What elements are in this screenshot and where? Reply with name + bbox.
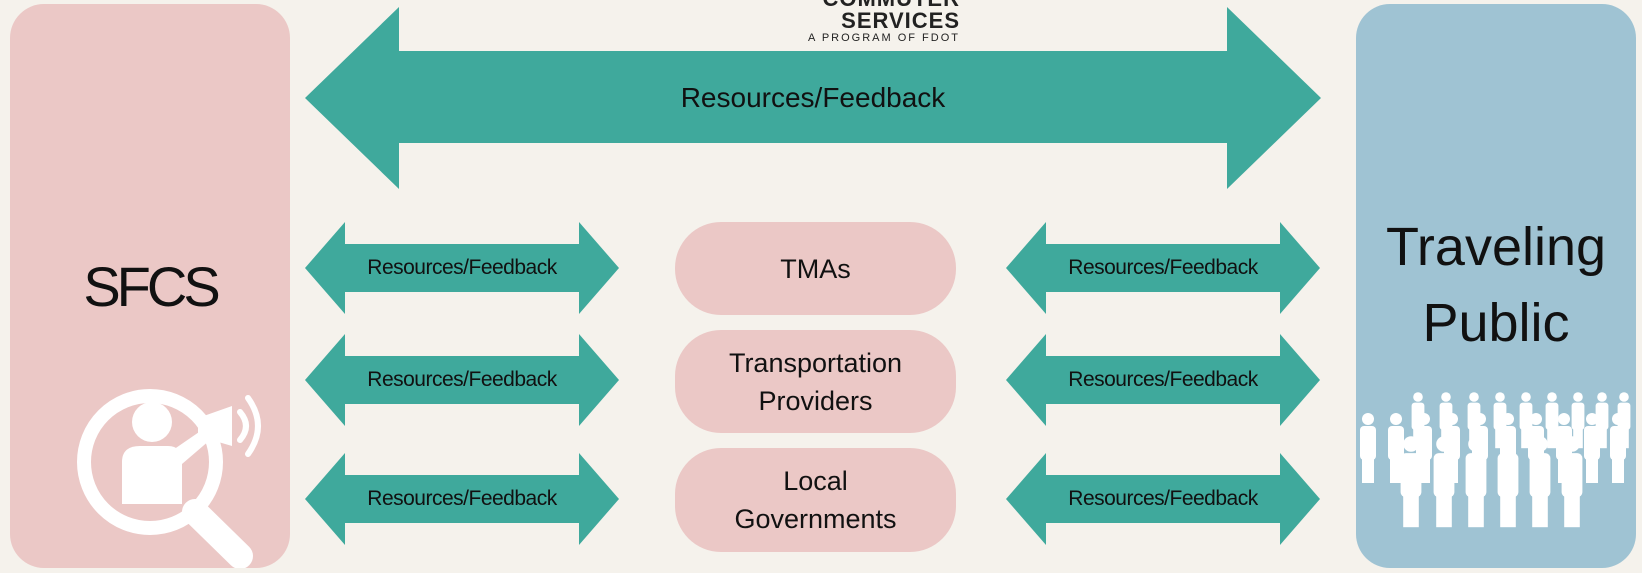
local-label: Local <box>783 466 848 496</box>
governments-label: Governments <box>734 504 897 534</box>
row1-left-arrow-label: Resources/Feedback <box>367 256 557 279</box>
row2-right-arrow: Resources/Feedback <box>1006 334 1320 426</box>
top-arrow-label: Resources/Feedback <box>680 82 946 113</box>
providers-label: Providers <box>758 385 873 416</box>
title-line-2: Public <box>1422 293 1570 353</box>
row3-right-arrow-label: Resources/Feedback <box>1068 487 1258 510</box>
brand-logo: COMMUTER SERVICES A PROGRAM OF FDOT <box>700 0 960 44</box>
traveling-public-panel: Traveling Public <box>1356 4 1636 568</box>
row1-right-arrow-label: Resources/Feedback <box>1068 256 1258 279</box>
row1-left-arrow: Resources/Feedback <box>305 222 619 314</box>
local-governments-box: Local Governments <box>675 448 956 552</box>
row3-left-arrow-label: Resources/Feedback <box>367 487 557 510</box>
row2-right-arrow-label: Resources/Feedback <box>1068 368 1258 391</box>
transportation-providers-box: Transportation Providers <box>675 330 956 433</box>
title-line-1: Traveling <box>1385 217 1607 277</box>
row2-left-arrow-label: Resources/Feedback <box>367 368 557 391</box>
brand-name: COMMUTER SERVICES <box>822 0 960 33</box>
row3-left-arrow: Resources/Feedback <box>305 453 619 545</box>
sfcs-panel: SFCS <box>10 4 290 569</box>
tmas-box: TMAs <box>675 222 956 315</box>
top-double-arrow: Resources/Feedback <box>305 3 1321 193</box>
tmas-label: TMAs <box>780 253 851 284</box>
brand-tagline: A PROGRAM OF FDOT <box>808 32 960 44</box>
traveling-public-title: Traveling Public <box>1356 209 1636 361</box>
transportation-label: Transportation <box>728 347 903 378</box>
row2-left-arrow: Resources/Feedback <box>305 334 619 426</box>
megaphone-magnifier-icon <box>70 384 270 573</box>
row1-right-arrow: Resources/Feedback <box>1006 222 1320 314</box>
sfcs-title: SFCS <box>83 255 220 318</box>
row3-right-arrow: Resources/Feedback <box>1006 453 1320 545</box>
crowd-icon <box>1356 389 1636 569</box>
